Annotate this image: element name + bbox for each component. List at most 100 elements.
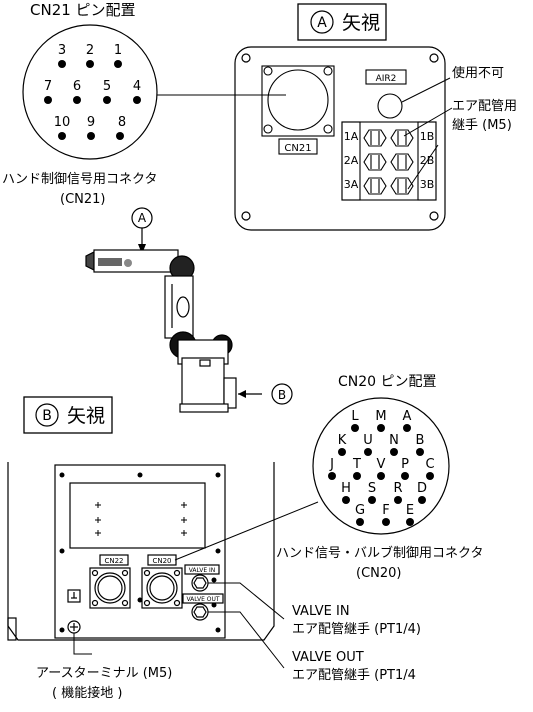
air2-label: AIR2 xyxy=(376,74,397,84)
cn20-pin-circle xyxy=(312,397,450,535)
cn20-connector xyxy=(141,567,183,609)
view-b-title-box: B 矢視 xyxy=(23,396,113,434)
cn21-pin-4 xyxy=(133,96,141,104)
cn20-pin-label: M xyxy=(375,409,386,424)
cn20-connector-code: (CN20) xyxy=(356,566,402,581)
cn21-pin-labels: 3 2 1 7 6 5 4 10 9 8 xyxy=(44,43,141,130)
cn21-pin-label: 10 xyxy=(54,115,71,130)
cn20-pin-label: C xyxy=(425,457,434,472)
cn21-pin-8 xyxy=(116,132,124,140)
cn20-plate-label: CN20 xyxy=(152,557,171,565)
view-a-plate xyxy=(234,46,446,231)
valve-out-label: VALVE OUT xyxy=(292,650,364,665)
cn20-pin-label: N xyxy=(389,433,399,448)
cn20-pin-e xyxy=(406,518,414,526)
cn20-pin-m xyxy=(377,424,385,432)
cn20-pin-d xyxy=(418,496,426,504)
cn20-pin-label: K xyxy=(338,433,347,448)
view-a-mark: A xyxy=(317,15,327,31)
cn20-pin-r xyxy=(394,496,402,504)
cn21-pin-1 xyxy=(114,60,122,68)
cn20-pins xyxy=(328,424,434,526)
cn21-pin-label: 6 xyxy=(73,79,81,94)
cn21-pin-label: 3 xyxy=(58,43,66,58)
cn20-pin-c xyxy=(426,472,434,480)
cn20-pin-u xyxy=(364,448,372,456)
port-3a: 3A xyxy=(344,178,359,191)
earth-terminal-label: アースターミナル (M5) xyxy=(36,666,173,681)
cn20-pin-label: T xyxy=(352,457,361,472)
cn20-pin-a xyxy=(403,424,411,432)
earth-terminal xyxy=(67,589,81,634)
cn20-pin-b xyxy=(416,448,424,456)
cn20-pin-label: A xyxy=(403,409,412,424)
cn20-pin-f xyxy=(382,518,390,526)
cn20-pin-label: F xyxy=(382,503,389,518)
cn20-pin-label: E xyxy=(406,503,414,518)
unusable-label: 使用不可 xyxy=(452,66,505,81)
fitting-icons xyxy=(363,129,414,195)
view-b-panel xyxy=(7,462,275,641)
cn20-pin-p xyxy=(401,472,409,480)
port-2a: 2A xyxy=(344,154,359,167)
air-fitting-block xyxy=(341,121,437,201)
cn20-pin-v xyxy=(377,472,385,480)
port-labels: 1A 2A 3A 1B 2B 3B xyxy=(344,130,435,191)
cn20-pin-label: J xyxy=(329,457,334,472)
cn21-connector-label: ハンド制御信号用コネクタ xyxy=(2,172,158,187)
plate-corner-screws xyxy=(241,53,439,221)
cn21-pin-circle xyxy=(22,24,158,160)
air-fitting-label: エア配管用 xyxy=(452,99,518,114)
cn20-pin-g xyxy=(356,518,364,526)
cn20-pin-label: R xyxy=(393,481,402,496)
cn21-pin-label: 2 xyxy=(86,43,94,58)
cn20-connector-label: ハンド信号・バルブ制御用コネクタ xyxy=(276,546,484,561)
cn21-pin-2 xyxy=(86,60,94,68)
cn21-pin-label: 1 xyxy=(114,43,122,58)
cn21-pin-title: CN21 ピン配置 xyxy=(30,1,136,19)
robot-mark-b: B xyxy=(278,388,286,402)
port-1a: 1A xyxy=(344,130,359,143)
air-fitting-spec: 継手 (M5) xyxy=(452,118,512,133)
valve-in-label: VALVE IN xyxy=(292,604,350,619)
view-b-plate-labels: CN22 CN20 VALVE IN VALVE OUT xyxy=(104,557,219,603)
cn20-pin-label: G xyxy=(355,503,365,518)
cn20-pin-label: D xyxy=(417,481,427,496)
cn21-pin-10 xyxy=(58,132,66,140)
cn21-connector-body xyxy=(261,65,335,155)
cn20-pin-title: CN20 ピン配置 xyxy=(338,374,437,390)
cn22-connector xyxy=(89,567,131,609)
cn20-pin-label: P xyxy=(401,457,409,472)
cn20-pin-n xyxy=(390,448,398,456)
valve-out-plate-label: VALVE OUT xyxy=(186,596,219,603)
cn20-pin-label: V xyxy=(377,457,386,472)
view-b-leader-lines xyxy=(73,501,319,669)
cn20-pin-label: S xyxy=(368,481,376,496)
cn21-pin-label: 5 xyxy=(103,79,111,94)
cn21-connector-code: (CN21) xyxy=(60,192,106,207)
cn20-pin-label: H xyxy=(341,481,351,496)
robot-mark-a: A xyxy=(138,211,147,225)
cn20-pin-label: L xyxy=(351,409,359,424)
view-b-mark: B xyxy=(42,408,52,424)
air2-port xyxy=(365,69,407,119)
cn20-pin-l xyxy=(351,424,359,432)
cn21-pin-7 xyxy=(44,96,52,104)
cn21-pins xyxy=(44,60,141,140)
cn22-plate-label: CN22 xyxy=(104,557,123,565)
view-b-title: 矢視 xyxy=(67,405,105,427)
cn21-pin-label: 8 xyxy=(118,115,126,130)
cn20-pin-k xyxy=(338,448,346,456)
cn20-pin-labels: L M A K U N B J T V P C H S R D G F E xyxy=(329,409,434,518)
cn21-pin-9 xyxy=(87,132,95,140)
cn20-pin-j xyxy=(328,472,336,480)
cn21-pin-label: 4 xyxy=(133,79,141,94)
view-a-title: 矢視 xyxy=(342,12,380,34)
port-3b: 3B xyxy=(420,178,435,191)
cn20-pin-t xyxy=(353,472,361,480)
valve-out-fitting xyxy=(191,603,209,621)
cn21-pin-label: 9 xyxy=(87,115,95,130)
cn20-pin-h xyxy=(342,496,350,504)
cn21-pin-3 xyxy=(58,60,66,68)
